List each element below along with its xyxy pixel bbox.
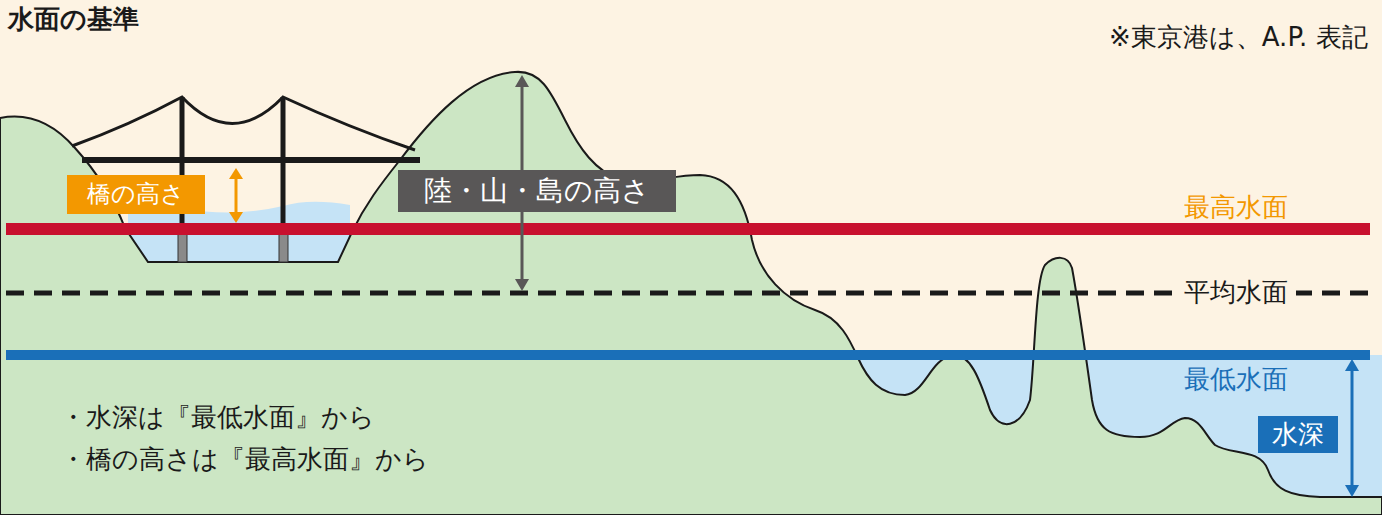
arrow-head [1345, 359, 1359, 371]
box-text: 橋の高さ [87, 180, 185, 209]
depth-box: 水深 [1258, 416, 1338, 453]
diagram-title: 水面の基準 [8, 4, 139, 35]
land-height-box: 陸・山・島の高さ [398, 170, 676, 212]
bridge-cable [72, 97, 415, 150]
arrow-head [229, 212, 243, 223]
bridge-pier [178, 232, 187, 262]
bridge-height-arrow [229, 168, 243, 223]
arrow-head [1345, 485, 1359, 497]
arrow-head [515, 279, 529, 291]
arrow-head [515, 75, 529, 87]
bridge-pier [279, 232, 288, 262]
depth-arrow [1345, 359, 1359, 497]
level-name: 最低水面 [1184, 364, 1288, 395]
level-name: 平均水面 [1176, 277, 1296, 308]
mean-water-line [6, 291, 1370, 296]
box-text: 陸・山・島の高さ [424, 174, 650, 208]
lowest-water-line [6, 350, 1370, 360]
box-text: 水深 [1272, 419, 1324, 450]
bridge-height-box: 橋の高さ [67, 175, 205, 214]
level-name: 最高水面 [1184, 192, 1288, 223]
highest-water-line [6, 223, 1370, 235]
note-text: ・水深は『最低水面』から [60, 402, 375, 433]
arrow-shaft [1351, 367, 1354, 489]
note-text: ・橋の高さは『最高水面』から [60, 444, 429, 475]
note-text: ※東京港は、A.P. 表記 [1109, 22, 1368, 53]
bridge-deck [82, 157, 420, 163]
arrow-head [229, 168, 243, 179]
bridge-tower [281, 97, 286, 234]
arrow-shaft [235, 176, 238, 216]
land-profile [0, 72, 1382, 515]
